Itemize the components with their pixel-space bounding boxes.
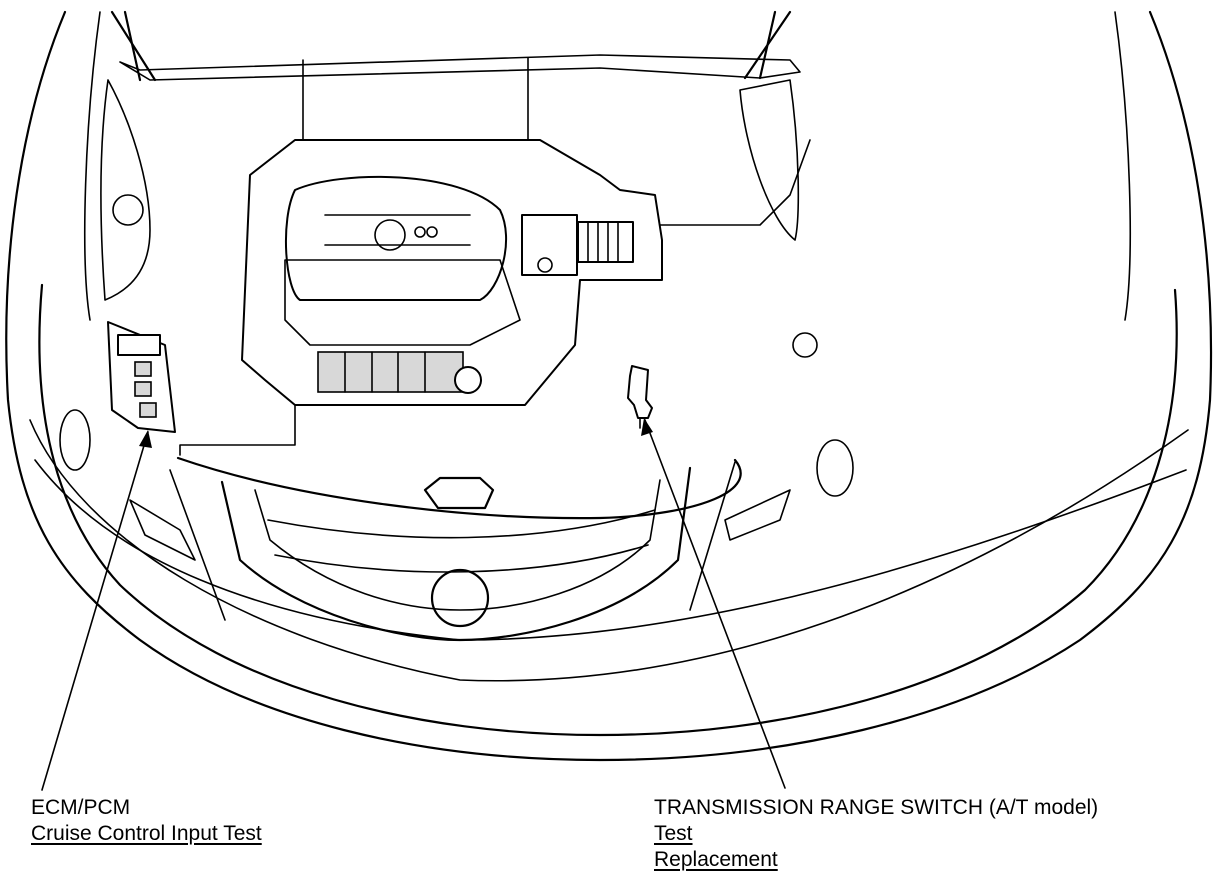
cowl-line: [119, 54, 801, 81]
bumper-inner-line: [29, 419, 1189, 682]
right-fender-line: [1114, 11, 1131, 321]
ecm-leader-line: [41, 431, 149, 791]
bumper-lower-line: [34, 459, 1187, 641]
throttle-body: [521, 214, 578, 276]
throttle-sensor: [537, 257, 553, 273]
harness-wire: [179, 404, 296, 456]
emblem: [430, 568, 490, 628]
intake-manifold: [284, 175, 508, 301]
left-reservoir-cap: [112, 194, 144, 226]
trs-leader-line: [644, 419, 786, 789]
left-wheel-well: [100, 79, 151, 301]
trs-link-replacement[interactable]: Replacement: [654, 848, 778, 871]
manifold-bolt-2: [426, 226, 438, 238]
hood-latch: [423, 476, 495, 510]
manifold-center: [374, 219, 406, 251]
radiator-cap: [454, 366, 482, 394]
left-fog-light: [59, 409, 91, 471]
trs-leader-arrow: [641, 418, 653, 436]
ecm-link-cruise-control-input-test[interactable]: Cruise Control Input Test: [31, 822, 262, 845]
left-side-vent: [129, 499, 196, 561]
trs-title: TRANSMISSION RANGE SWITCH (A/T model): [654, 796, 1099, 819]
grille-bar-2: [274, 544, 649, 573]
left-fender-line: [84, 11, 101, 321]
radiator: [317, 351, 464, 393]
trs-callout: TRANSMISSION RANGE SWITCH (A/T model) Te…: [654, 795, 1098, 873]
right-wheel-well: [739, 79, 800, 241]
transmission-range-switch: [627, 365, 653, 429]
grille-bar: [267, 509, 656, 539]
ecm-title: ECM/PCM: [31, 796, 131, 819]
engine-lower: [284, 259, 521, 346]
right-reservoir: [792, 332, 818, 358]
bumper-slash-right: [689, 461, 736, 611]
grille-inner: [254, 479, 661, 611]
ecm-callout: ECM/PCM Cruise Control Input Test: [31, 795, 262, 847]
car-body-outline: [5, 10, 1213, 762]
right-side-vent: [724, 489, 791, 541]
ecm-leader-arrow: [139, 430, 152, 448]
hood-front-edge: [176, 456, 742, 520]
intake-duct: [649, 139, 811, 226]
intake-bellows: [577, 221, 634, 263]
bumper-slash-left: [169, 469, 226, 621]
right-fog-light: [816, 439, 854, 497]
trs-link-test[interactable]: Test: [654, 822, 693, 845]
front-grille: [220, 466, 692, 642]
ecm-pcm-module: [107, 321, 176, 433]
right-hood-strut-b: [758, 10, 777, 80]
manifold-bolt: [414, 226, 426, 238]
front-bumper: [38, 283, 1178, 737]
